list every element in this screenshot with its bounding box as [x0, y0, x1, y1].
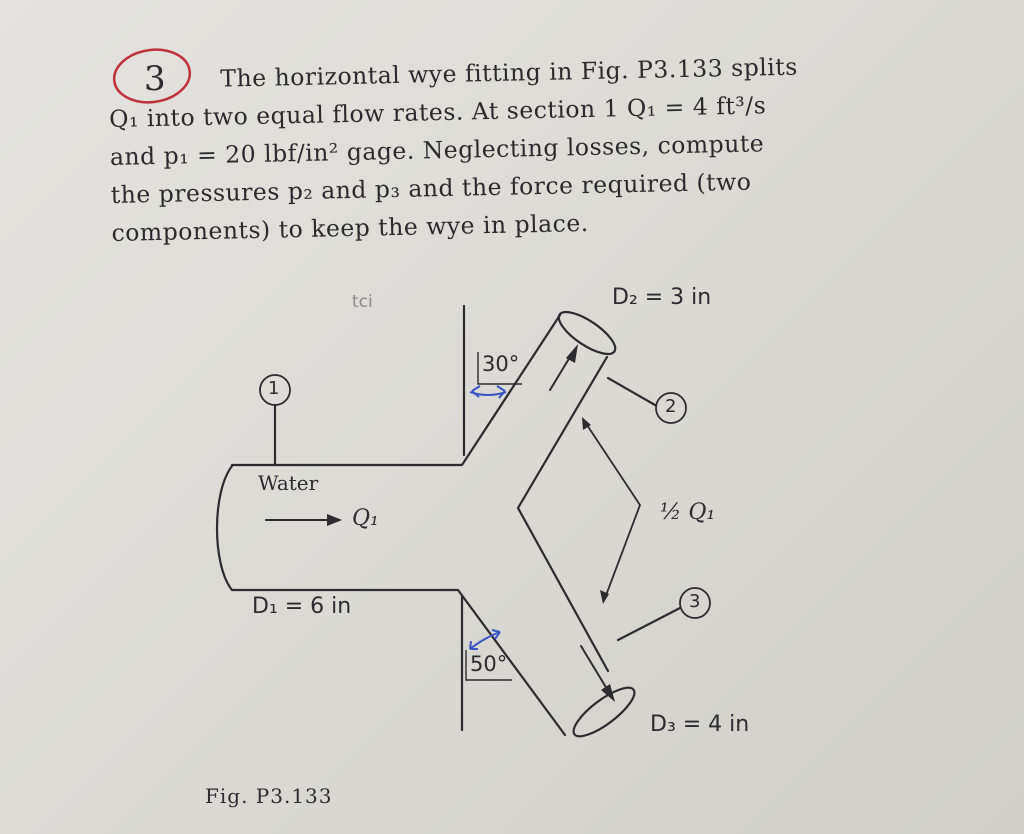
- section-3-label: 3: [689, 591, 701, 612]
- section-2-label: 2: [665, 396, 677, 417]
- pipe-outline-upper: [230, 313, 562, 467]
- d1-label: D₁ = 6 in: [252, 594, 352, 619]
- section-1-label: 1: [268, 378, 280, 399]
- faint-mark: tci: [352, 292, 373, 312]
- outlet-3-end: [572, 686, 636, 738]
- section-2-leader: [606, 376, 657, 407]
- angle-arc-top-head-r: [496, 385, 506, 399]
- section-1-marker: [259, 374, 291, 406]
- pipe-outline-lower: [230, 588, 567, 737]
- d3-label: D₃ = 4 in: [650, 712, 750, 737]
- angle-50-label: 50°: [470, 652, 508, 676]
- bracket-arrow-bottom: [600, 590, 609, 604]
- d2-label: D₂ = 3 in: [612, 285, 712, 310]
- section-2-marker: [655, 392, 687, 424]
- problem-number: 3: [144, 59, 166, 99]
- flow-arrow-3-shaft: [580, 645, 611, 695]
- problem-number-circle: 3: [112, 48, 192, 104]
- flow-arrow-2-head: [566, 344, 578, 363]
- inlet-break: [215, 464, 234, 592]
- bracket-arrow-top: [582, 417, 591, 430]
- figure-caption: Fig. P3.133: [205, 784, 333, 808]
- q1-label: Q₁: [352, 506, 379, 531]
- section-3-marker: [679, 587, 711, 619]
- angle-30-label: 30°: [482, 352, 520, 376]
- flow-arrow-1-head: [327, 514, 342, 526]
- angle-arc-bottom-head-l: [469, 640, 478, 650]
- angle-box-bottom: [465, 650, 512, 681]
- angle-box-top: [477, 352, 522, 385]
- water-label: Water: [258, 471, 319, 495]
- angle-arc-bottom: [469, 631, 501, 650]
- half-q1-label: ½ Q₁: [660, 500, 716, 525]
- pipe-outline-crotch: [516, 355, 610, 673]
- section-3-leader: [616, 606, 682, 642]
- angle-arc-bottom-head-r: [491, 629, 501, 640]
- outlet-2-end: [557, 310, 617, 356]
- angle-arc-top-head-l: [471, 385, 481, 398]
- half-q1-bracket: [584, 421, 641, 599]
- flow-arrow-3-head: [601, 684, 615, 702]
